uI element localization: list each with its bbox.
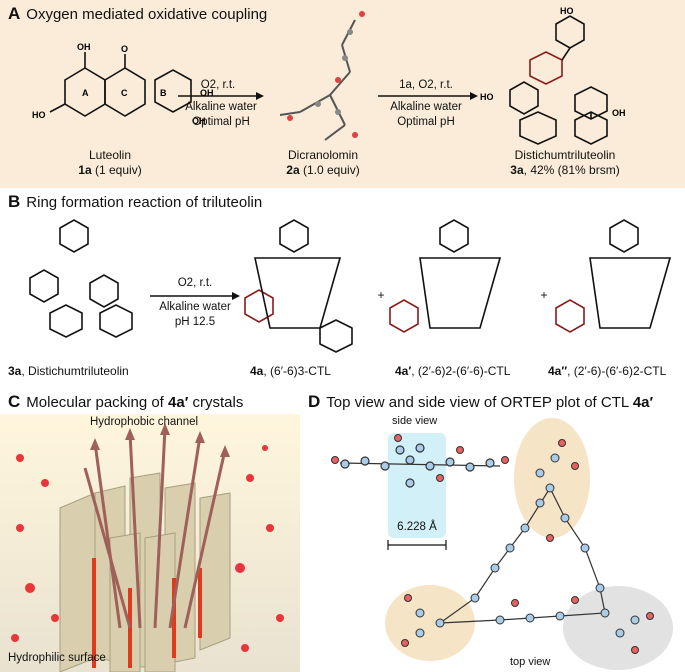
svg-text:OH: OH (77, 42, 91, 52)
side-view-label: side view (392, 415, 438, 427)
arrow2-conditions: 1a, O2, r.t. (399, 79, 453, 91)
svg-text:OH: OH (200, 88, 214, 98)
luteolin-structure: OH O HO OH OH A C B (32, 42, 214, 126)
svg-text:OH: OH (612, 108, 626, 118)
dicranolomin-label: 2a (1.0 equiv) (286, 163, 360, 177)
ring-arrow-conditions: O2, r.t. (177, 277, 213, 289)
arrow1 (178, 92, 478, 100)
luteolin-label: 1a (1 equiv) (78, 163, 142, 177)
distichumtriluteolin-label: 3a, 42% (81% brsm) (510, 163, 620, 177)
dicranolomin-name: Dicranolomin (287, 148, 359, 162)
panel-b-structures (29, 219, 672, 353)
svg-text:B: B (160, 88, 167, 98)
distance-label: 6.228 Å (397, 521, 437, 533)
start-label: 3a, Distichumtriluteolin (8, 364, 129, 378)
plus-1: + (377, 288, 385, 302)
svg-text:HO: HO (32, 110, 46, 120)
luteolin-name: Luteolin (88, 148, 132, 162)
svg-text:OH: OH (192, 116, 206, 126)
ortep-plot (331, 418, 673, 670)
distichumtriluteolin-name: Distichumtriluteolin (514, 148, 616, 162)
crystal-packing-render (0, 414, 300, 672)
arrow1-conditions: O2, r.t. (200, 79, 236, 91)
svg-text:C: C (121, 88, 128, 98)
product-4a-prime-label: 4a′, (2′-6)2-(6′-6)-CTL (395, 364, 511, 378)
plus-2: + (540, 288, 548, 302)
dicranolomin-3d-model (279, 11, 365, 141)
top-view-label: top view (510, 656, 551, 668)
svg-text:A: A (82, 88, 89, 98)
svg-text:HO: HO (560, 6, 574, 16)
hydrophobic-channel-label: Hydrophobic channel (90, 416, 199, 428)
product-4a-dprime-label: 4a′′, (2′-6)-(6′-6)2-CTL (548, 364, 667, 378)
svg-text:HO: HO (480, 92, 494, 102)
product-4a-label: 4a, (6′-6)3-CTL (250, 364, 331, 378)
hydrophilic-surface-label: Hydrophilic surface (8, 652, 106, 664)
svg-text:O: O (121, 44, 128, 54)
distichumtriluteolin-structure: HO HO OH (480, 6, 626, 145)
